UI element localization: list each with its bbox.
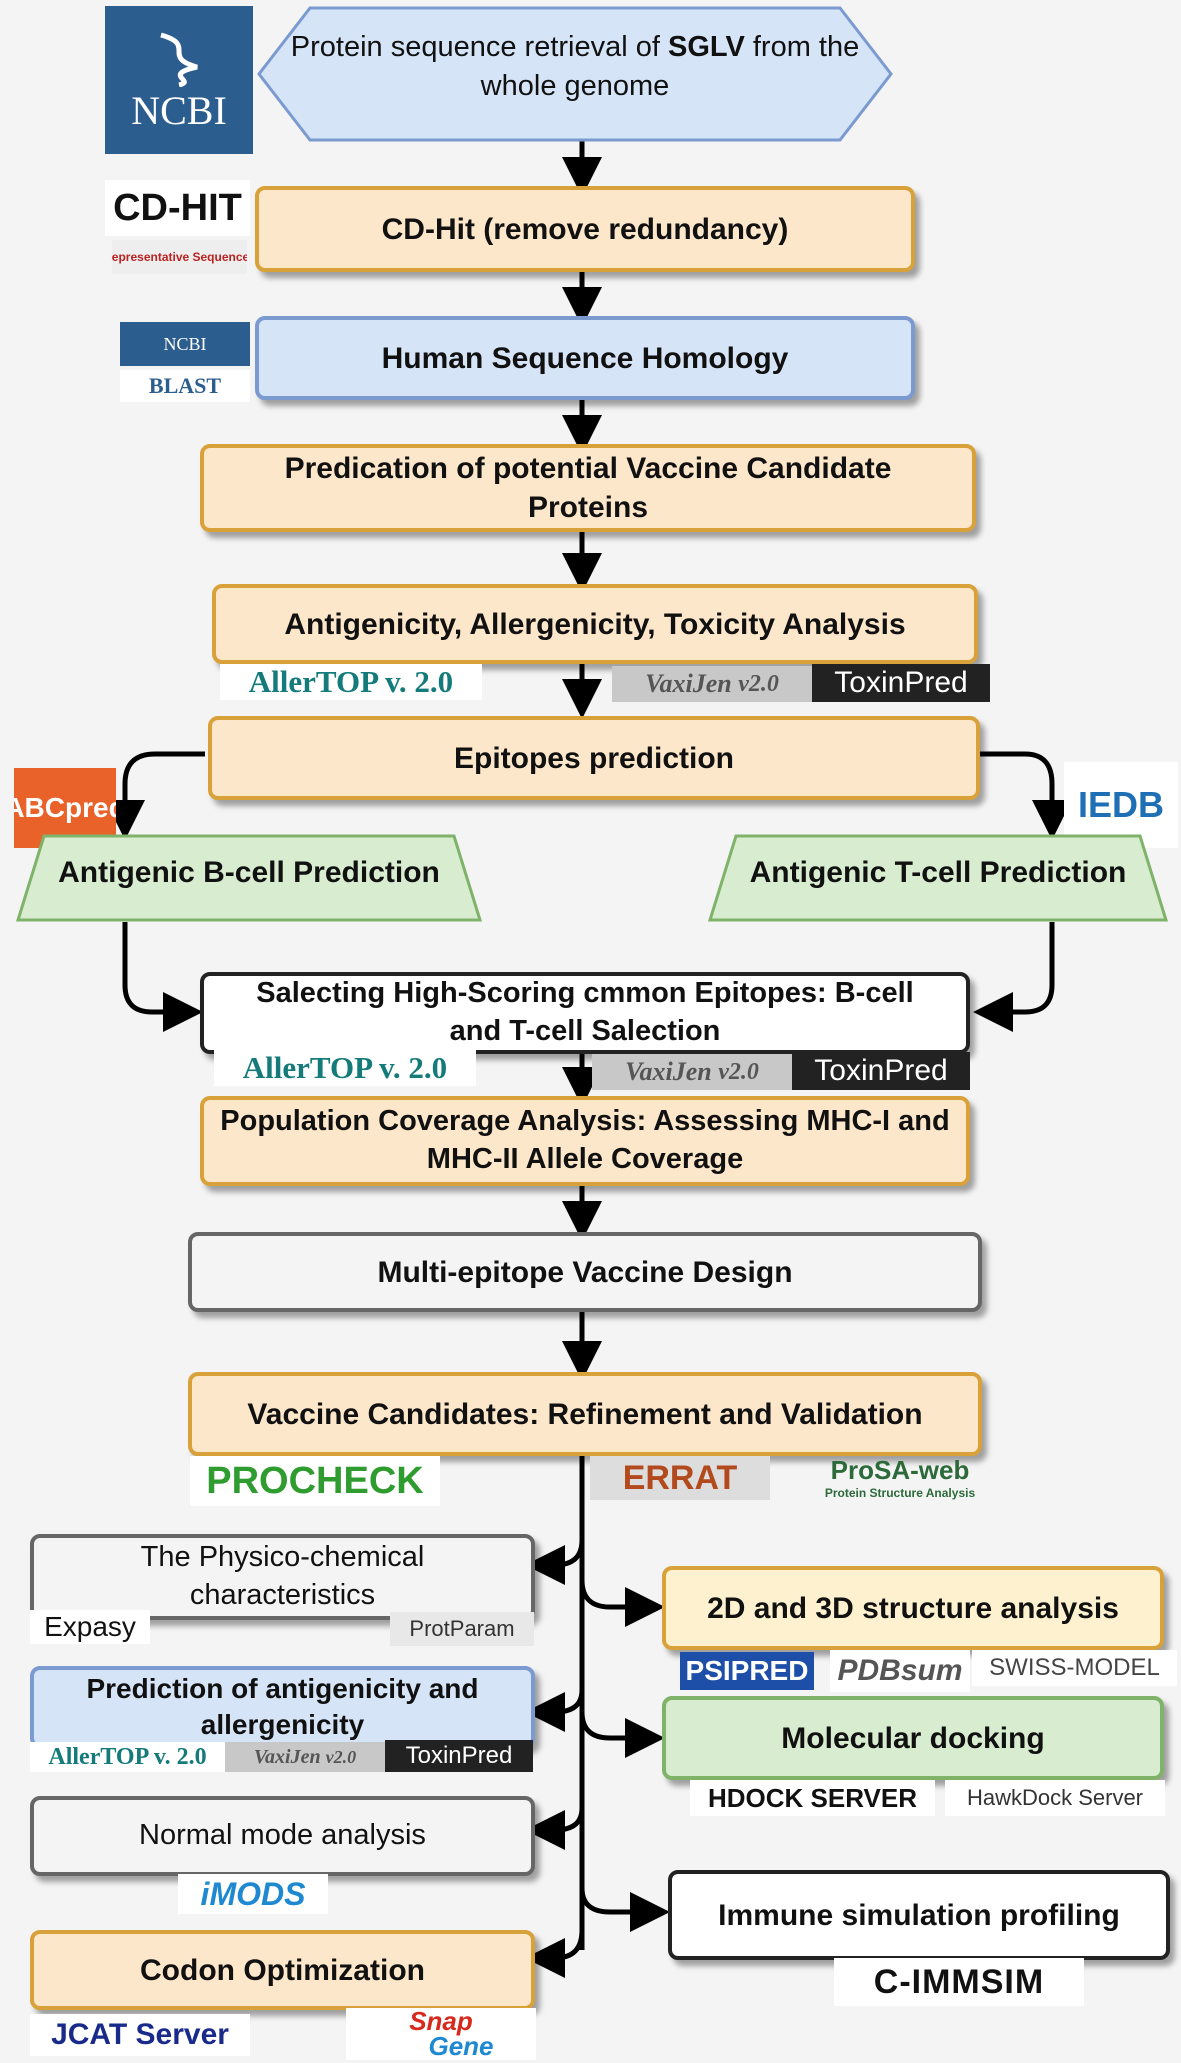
tcell-shape	[707, 834, 1169, 922]
vaccine-candidate-step: Predication of potential Vaccine Candida…	[200, 444, 976, 532]
toxinpred-logo-3: ToxinPred	[385, 1740, 533, 1772]
vaxijen-logo-2: VaxiJen v2.0	[592, 1054, 792, 1090]
codon-step: Codon Optimization	[30, 1930, 535, 2010]
prosa-logo: ProSA-web	[830, 1454, 970, 1485]
docking-step: Molecular docking	[662, 1696, 1164, 1780]
branch-codon	[525, 1929, 585, 1978]
dna-helix-icon	[160, 32, 198, 87]
arrow-bcell-select	[122, 922, 203, 1032]
tcell-step: Antigenic T-cell Prediction	[749, 856, 1127, 889]
allertop-logo-2: AllerTOP v. 2.0	[214, 1050, 476, 1086]
antigen-pred-step: Prediction of antigenicity and allergeni…	[30, 1666, 535, 1748]
refinement-step: Vaccine Candidates: Refinement and Valid…	[188, 1372, 982, 1456]
expasy-logo: Expasy	[30, 1610, 150, 1644]
branch-structure	[579, 1579, 665, 1627]
epitopes-step: Epitopes prediction	[208, 716, 980, 800]
arrow-to-tcell	[978, 751, 1072, 840]
retrieval-hexagon	[257, 6, 893, 142]
cdhit-step: CD-Hit (remove redundancy)	[255, 186, 915, 272]
imods-logo: iMODS	[178, 1874, 328, 1914]
toxinpred-logo-2: ToxinPred	[792, 1052, 970, 1090]
branch-docking	[579, 1711, 665, 1758]
ncbi-logo: NCBI	[105, 6, 253, 154]
blast-logo: BLAST	[120, 370, 250, 402]
branch-immune	[579, 1887, 670, 1932]
hawkdock-logo: HawkDock Server	[945, 1780, 1165, 1816]
retrieval-label: Protein sequence retrieval of SGLV from …	[290, 31, 860, 103]
bcell-shape	[15, 834, 483, 922]
design-step: Multi-epitope Vaccine Design	[188, 1232, 982, 1312]
snapgene-logo: Snap Gene	[346, 2008, 536, 2060]
structure-step: 2D and 3D structure analysis	[662, 1566, 1164, 1650]
blast-top-logo: NCBI	[120, 322, 250, 366]
procheck-logo: PROCHECK	[190, 1456, 440, 1506]
physico-step: The Physico-chemical characteristics	[30, 1534, 535, 1620]
immune-step: Immune simulation profiling	[668, 1870, 1170, 1960]
protparam-logo: ProtParam	[390, 1612, 534, 1646]
arrow-tcell-select	[973, 922, 1055, 1032]
swissmodel-logo: SWISS-MODEL	[972, 1650, 1177, 1686]
branch-antigen	[525, 1689, 585, 1732]
iedb-logo: IEDB	[1064, 762, 1178, 848]
cimmsim-logo: C-IMMSIM	[834, 1958, 1084, 2006]
psipred-logo: PSIPRED	[680, 1652, 814, 1690]
jcat-logo: JCAT Server	[30, 2014, 250, 2056]
cdhit-logo: CD-HIT	[105, 180, 250, 236]
population-step: Population Coverage Analysis: Assessing …	[200, 1096, 970, 1186]
errat-logo: ERRAT	[590, 1456, 770, 1500]
prosa-sub: Protein Structure Analysis	[824, 1486, 976, 1500]
branch-physico	[525, 1539, 585, 1585]
normal-mode-step: Normal mode analysis	[30, 1796, 535, 1876]
cdhit-sub-logo: Representative Sequences	[112, 240, 247, 274]
allertop-logo: AllerTOP v. 2.0	[220, 664, 482, 700]
branch-normal	[525, 1807, 585, 1850]
toxinpred-logo: ToxinPred	[812, 664, 990, 702]
pdbsum-logo: PDBsum	[830, 1650, 970, 1692]
selecting-step: Salecting High-Scoring cmmon Epitopes: B…	[200, 972, 970, 1054]
hdock-logo: HDOCK SERVER	[690, 1780, 935, 1816]
bcell-step: Antigenic B-cell Prediction	[58, 856, 440, 889]
allertop-logo-3: AllerTOP v. 2.0	[30, 1742, 225, 1772]
antigenicity-step: Antigenicity, Allergenicity, Toxicity An…	[212, 584, 978, 664]
vaxijen-logo-3: VaxiJen v2.0	[225, 1742, 385, 1772]
homology-step: Human Sequence Homology	[255, 316, 915, 400]
vaxijen-logo: VaxiJen v2.0	[612, 666, 812, 702]
arrow-to-bcell	[105, 751, 205, 840]
